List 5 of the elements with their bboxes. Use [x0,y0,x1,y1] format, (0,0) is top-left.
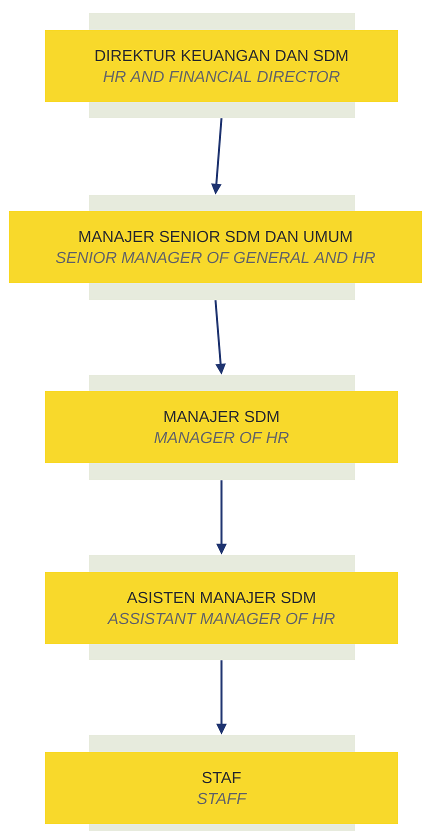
role-box: MANAJER SDM MANAGER OF HR [45,391,398,463]
role-box: MANAJER SENIOR SDM DAN UMUM SENIOR MANAGER OF GENERAL AND HR [9,211,422,283]
role-box: STAF STAFF [45,752,398,824]
role-box: DIREKTUR KEUANGAN DAN SDM HR AND FINANCIAL DIRECTOR [45,30,398,102]
role-box: ASISTEN MANAJER SDM ASSISTANT MANAGER OF HR [45,572,398,644]
